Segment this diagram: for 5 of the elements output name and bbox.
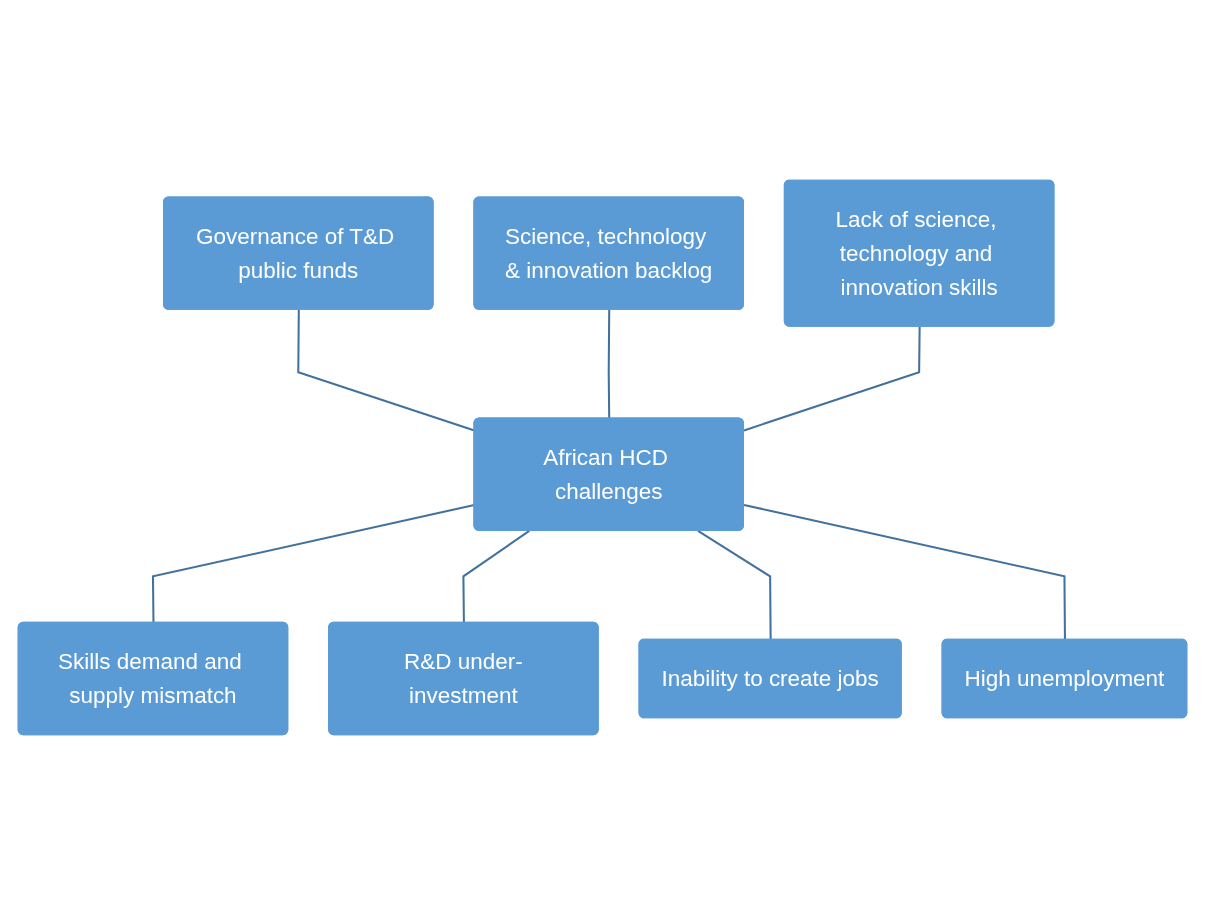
connector — [697, 530, 772, 640]
connector — [462, 530, 530, 623]
connector — [743, 504, 1066, 640]
connector — [743, 326, 921, 432]
connector — [607, 309, 611, 419]
